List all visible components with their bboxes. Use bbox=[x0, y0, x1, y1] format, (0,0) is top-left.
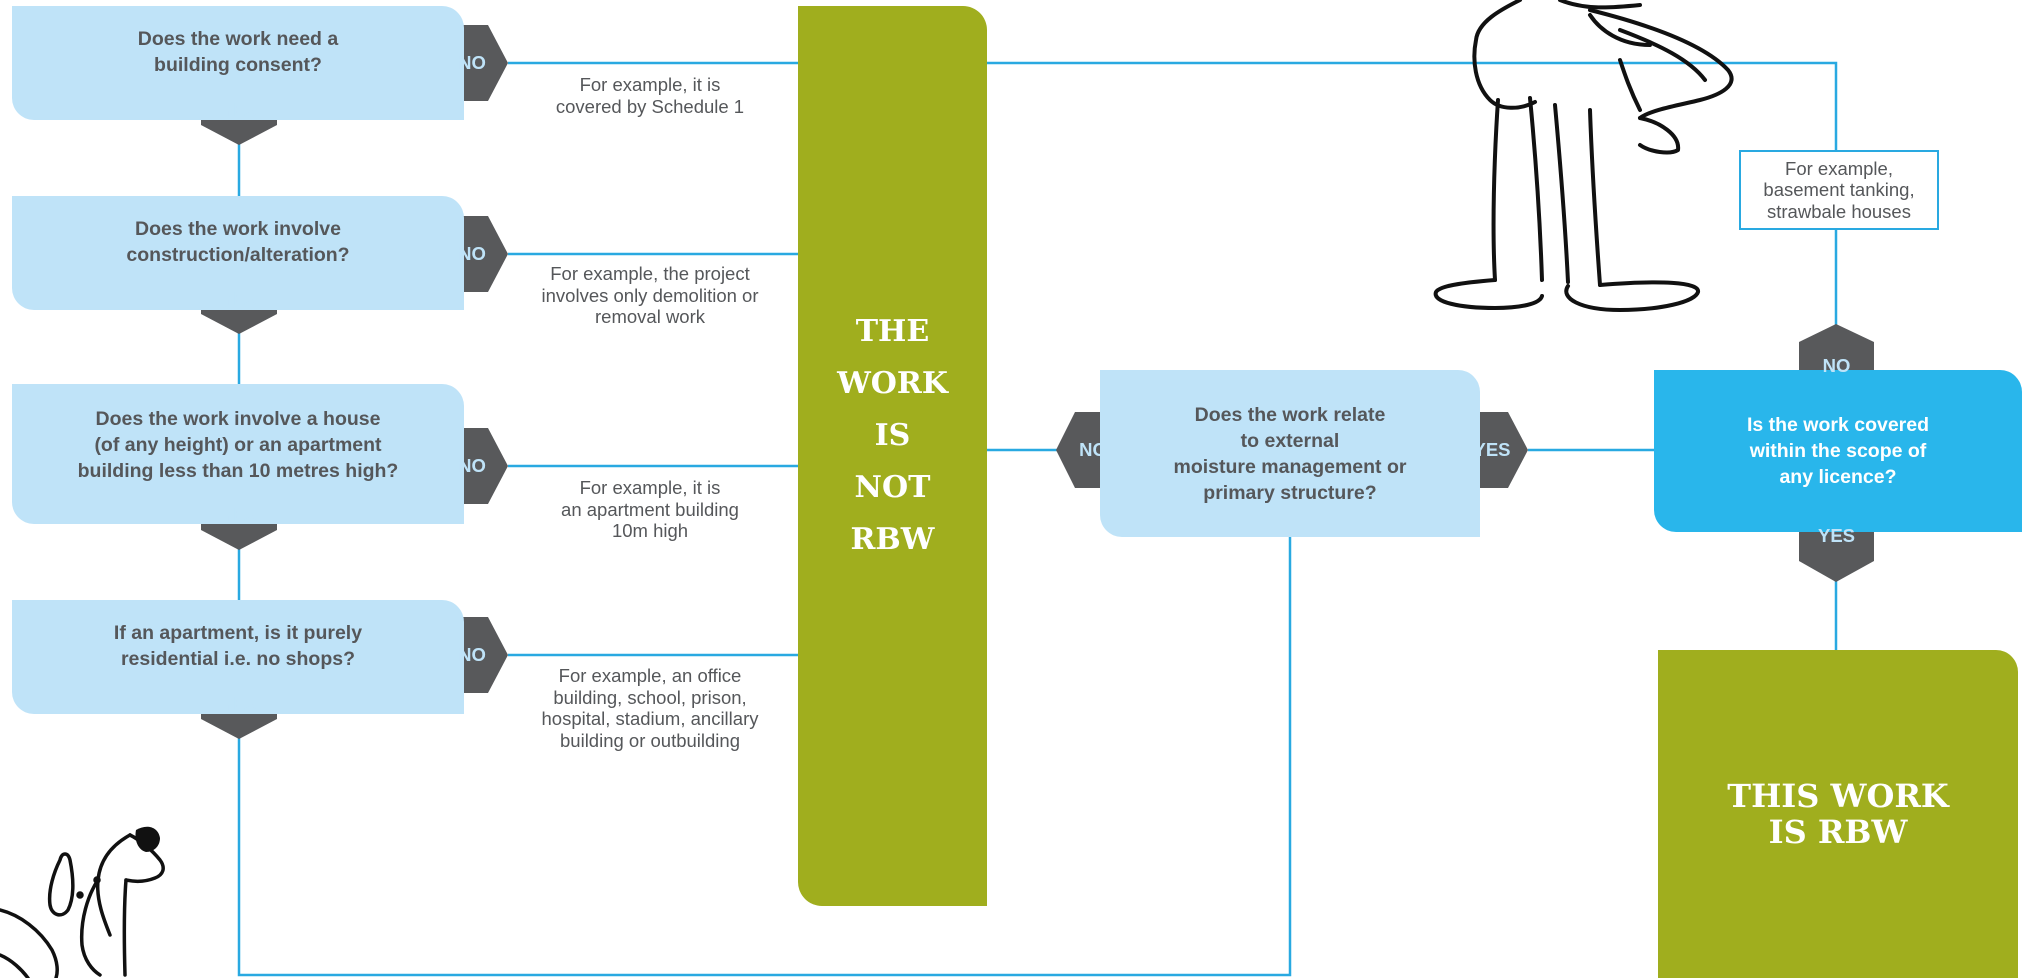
no-badge-4: NO bbox=[458, 644, 486, 665]
connector-q4-q5 bbox=[237, 537, 1292, 977]
question-purely-residential-text: If an apartment, is it purely residentia… bbox=[113, 622, 363, 670]
outcome-is-rbw-text: THIS WORK IS RBW bbox=[1727, 777, 1949, 851]
yes-badge-3: YES bbox=[220, 504, 258, 525]
yes-badge-2: YES bbox=[220, 288, 258, 309]
question-licence-scope-text: Is the work covered within the scope of … bbox=[1746, 414, 1930, 488]
dog-nose-icon bbox=[135, 826, 160, 852]
yes-badge-5-shape bbox=[1464, 412, 1528, 488]
man-cartoon-icon bbox=[1433, 0, 1734, 312]
yes-badge-5: YES bbox=[1473, 439, 1511, 460]
connector-q6-no bbox=[986, 61, 1838, 328]
question-building-consent-text: Does the work need a building consent? bbox=[137, 28, 339, 76]
outcome-not-rbw-text: THE WORK IS NOT RBW bbox=[837, 314, 948, 557]
no-badge-2: NO bbox=[458, 243, 486, 264]
question-moisture-structure: Does the work relate to external moistur… bbox=[1100, 370, 1480, 537]
dog-cartoon-icon bbox=[0, 833, 165, 978]
example-non-residential: For example, an office building, school,… bbox=[541, 665, 759, 751]
question-construction-alteration-text: Does the work involve construction/alter… bbox=[126, 218, 350, 266]
yes-badge-6: YES bbox=[1817, 525, 1856, 546]
no-badge-5: NO bbox=[1079, 439, 1107, 460]
question-construction-alteration: Does the work involve construction/alter… bbox=[12, 196, 464, 310]
example-licence-note: For example, basement tanking, strawbale… bbox=[1739, 150, 1939, 230]
yes-badge-4: YES bbox=[220, 693, 258, 714]
example-apartment-10m: For example, it is an apartment building… bbox=[561, 477, 739, 541]
question-moisture-structure-text: Does the work relate to external moistur… bbox=[1173, 403, 1407, 504]
example-schedule-1: For example, it is covered by Schedule 1 bbox=[555, 74, 745, 117]
no-badge-1: NO bbox=[458, 52, 486, 73]
outcome-is-rbw: THIS WORK IS RBW bbox=[1658, 650, 2018, 978]
no-badge-6: NO bbox=[1822, 355, 1851, 376]
yes-badge-1: YES bbox=[220, 99, 258, 120]
question-house-or-apartment: Does the work involve a house (of any he… bbox=[12, 384, 464, 524]
outcome-not-rbw: THE WORK IS NOT RBW bbox=[798, 6, 987, 906]
question-house-or-apartment-text: Does the work involve a house (of any he… bbox=[77, 408, 399, 482]
question-building-consent: Does the work need a building consent? bbox=[12, 6, 464, 120]
question-licence-scope: Is the work covered within the scope of … bbox=[1654, 370, 2022, 532]
no-badge-3: NO bbox=[458, 455, 486, 476]
example-demolition: For example, the project involves only d… bbox=[541, 263, 759, 327]
question-purely-residential: If an apartment, is it purely residentia… bbox=[12, 600, 464, 714]
